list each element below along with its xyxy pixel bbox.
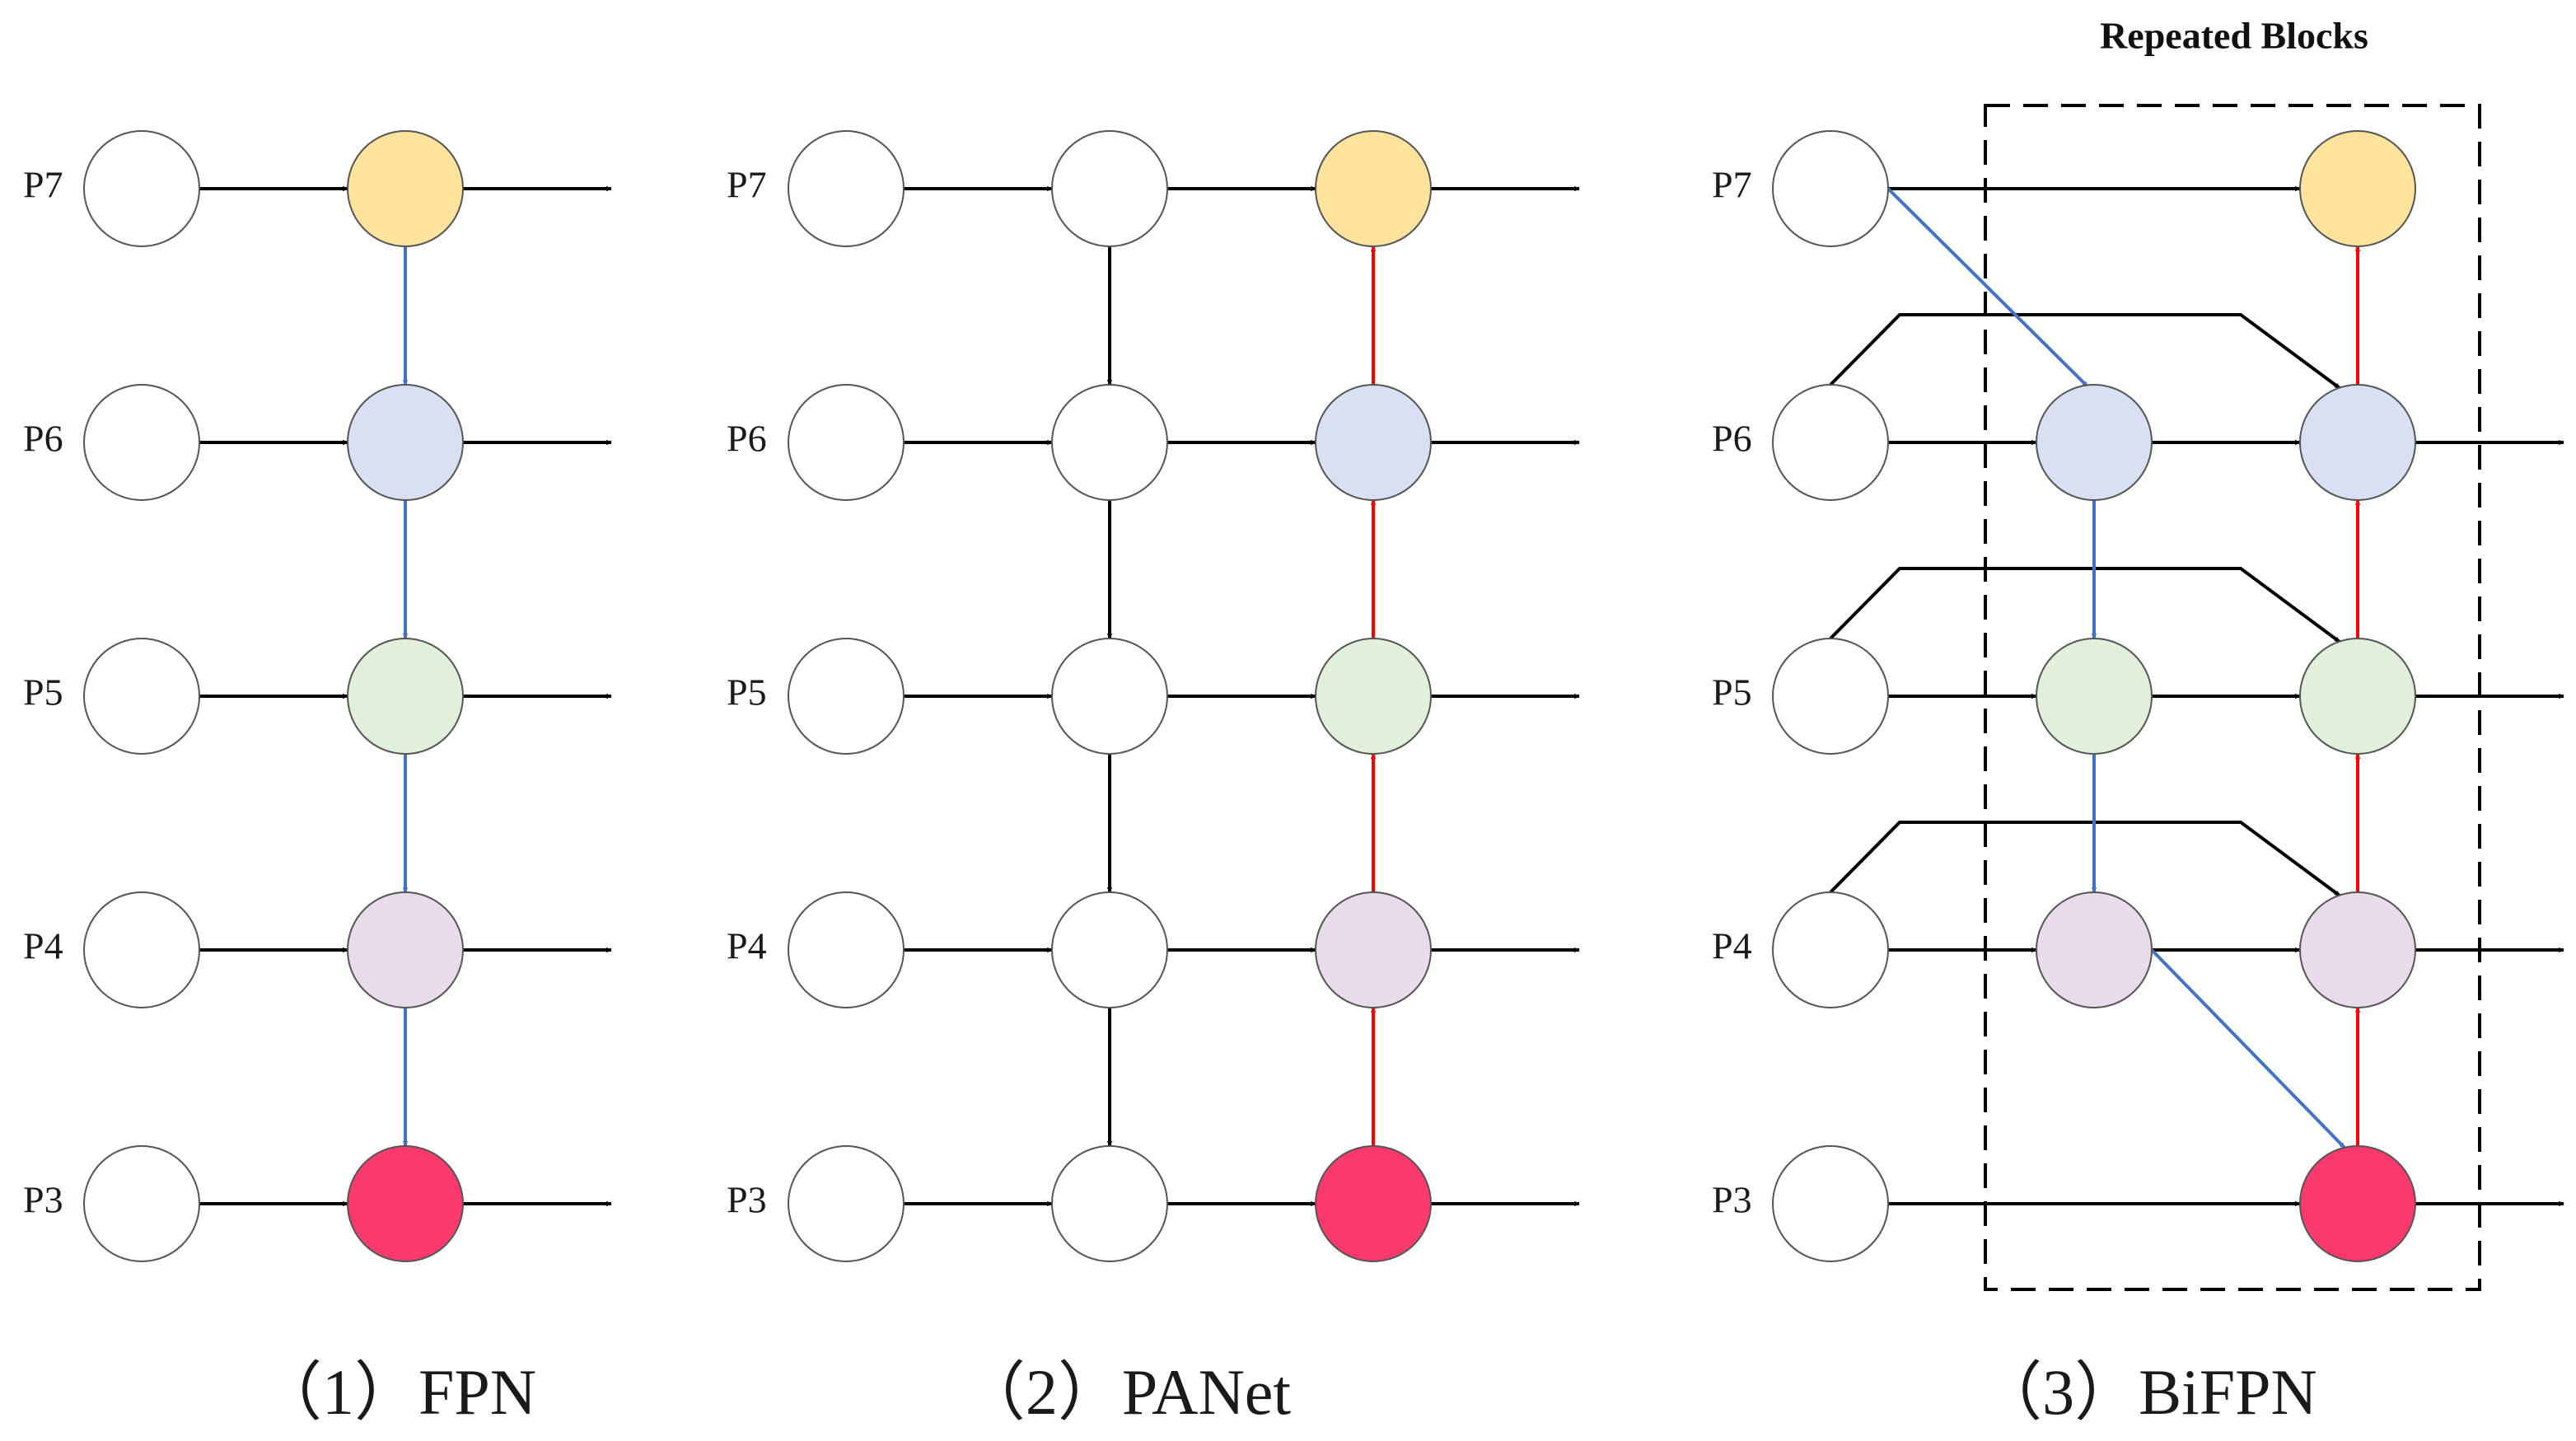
fpn-input-node-p4 <box>83 891 200 1008</box>
bifpn-caption: （3）BiFPN <box>1978 1356 2317 1428</box>
fpn-output-node-p3 <box>347 1145 464 1262</box>
panet-input-node-p7 <box>788 130 905 247</box>
panet-caption: （2）PANet <box>961 1356 1291 1428</box>
panet-mid-node-p7 <box>1051 130 1168 247</box>
fpn-level-label-p6: P6 <box>23 418 63 460</box>
panet-mid-node-p6 <box>1051 384 1168 501</box>
bifpn-input-node-p4 <box>1772 891 1889 1008</box>
fpn-output-node-p7 <box>347 130 464 247</box>
bifpn-level-label-p7: P7 <box>1712 164 1752 206</box>
fpn-level-label-p5: P5 <box>23 671 63 713</box>
panet-mid-node-p3 <box>1051 1145 1168 1262</box>
fpn-output-node-p6 <box>347 384 464 501</box>
bifpn-level-label-p4: P4 <box>1712 925 1752 967</box>
panet-mid-node-p5 <box>1051 638 1168 755</box>
bifpn-mid-node-p4 <box>2036 891 2153 1008</box>
bifpn-mid-node-p5 <box>2036 638 2153 755</box>
fpn-level-label-p3: P3 <box>23 1179 63 1221</box>
bifpn-input-node-p6 <box>1772 384 1889 501</box>
bifpn-mid-node-p6 <box>2036 384 2153 501</box>
bifpn-input-node-p3 <box>1772 1145 1889 1262</box>
fpn-input-node-p7 <box>83 130 200 247</box>
panet-output-node-p5 <box>1315 638 1432 755</box>
bifpn-output-node-p7 <box>2299 130 2416 247</box>
bifpn-skip-arrow-p5 <box>1829 567 2341 643</box>
fpn-level-label-p7: P7 <box>23 164 63 206</box>
fpn-input-node-p5 <box>83 638 200 755</box>
panet-input-node-p3 <box>788 1145 905 1262</box>
bifpn-output-node-p4 <box>2299 891 2416 1008</box>
bifpn-skip-arrow-p6 <box>1829 313 2341 390</box>
panet-output-node-p6 <box>1315 384 1432 501</box>
panet-output-node-p3 <box>1315 1145 1432 1262</box>
fpn-input-node-p3 <box>83 1145 200 1262</box>
bifpn-level-label-p5: P5 <box>1712 671 1752 713</box>
repeated-blocks-box <box>1984 104 2481 1291</box>
edges-layer <box>199 185 2564 1207</box>
bifpn-input-node-p7 <box>1772 130 1889 247</box>
panet-input-node-p6 <box>788 384 905 501</box>
panet-output-node-p7 <box>1315 130 1432 247</box>
bifpn-output-node-p5 <box>2299 638 2416 755</box>
fpn-input-node-p6 <box>83 384 200 501</box>
panet-level-label-p6: P6 <box>727 418 767 460</box>
panet-level-label-p3: P3 <box>727 1179 767 1221</box>
panet-level-label-p7: P7 <box>727 164 767 206</box>
bifpn-output-node-p6 <box>2299 384 2416 501</box>
panet-input-node-p4 <box>788 891 905 1008</box>
panet-output-node-p4 <box>1315 891 1432 1008</box>
panet-level-label-p4: P4 <box>727 925 767 967</box>
panet-input-node-p5 <box>788 638 905 755</box>
nodes-layer <box>83 104 2481 1291</box>
repeated-blocks-title: Repeated Blocks <box>2100 15 2368 57</box>
fpn-output-node-p5 <box>347 638 464 755</box>
bifpn-skip-arrow-p4 <box>1829 821 2341 897</box>
fpn-output-node-p4 <box>347 891 464 1008</box>
bifpn-input-node-p5 <box>1772 638 1889 755</box>
fpn-caption: （1）FPN <box>258 1356 536 1428</box>
fpn-level-label-p4: P4 <box>23 925 63 967</box>
bifpn-level-label-p6: P6 <box>1712 418 1752 460</box>
bifpn-level-label-p3: P3 <box>1712 1179 1752 1221</box>
bifpn-output-node-p3 <box>2299 1145 2416 1262</box>
bifpn-topdown-arrow-p7-p6 <box>1886 187 2089 388</box>
panet-level-label-p5: P5 <box>727 671 767 713</box>
panet-mid-node-p4 <box>1051 891 1168 1008</box>
bifpn-topdown-arrow-p4-p3 <box>2150 948 2346 1149</box>
